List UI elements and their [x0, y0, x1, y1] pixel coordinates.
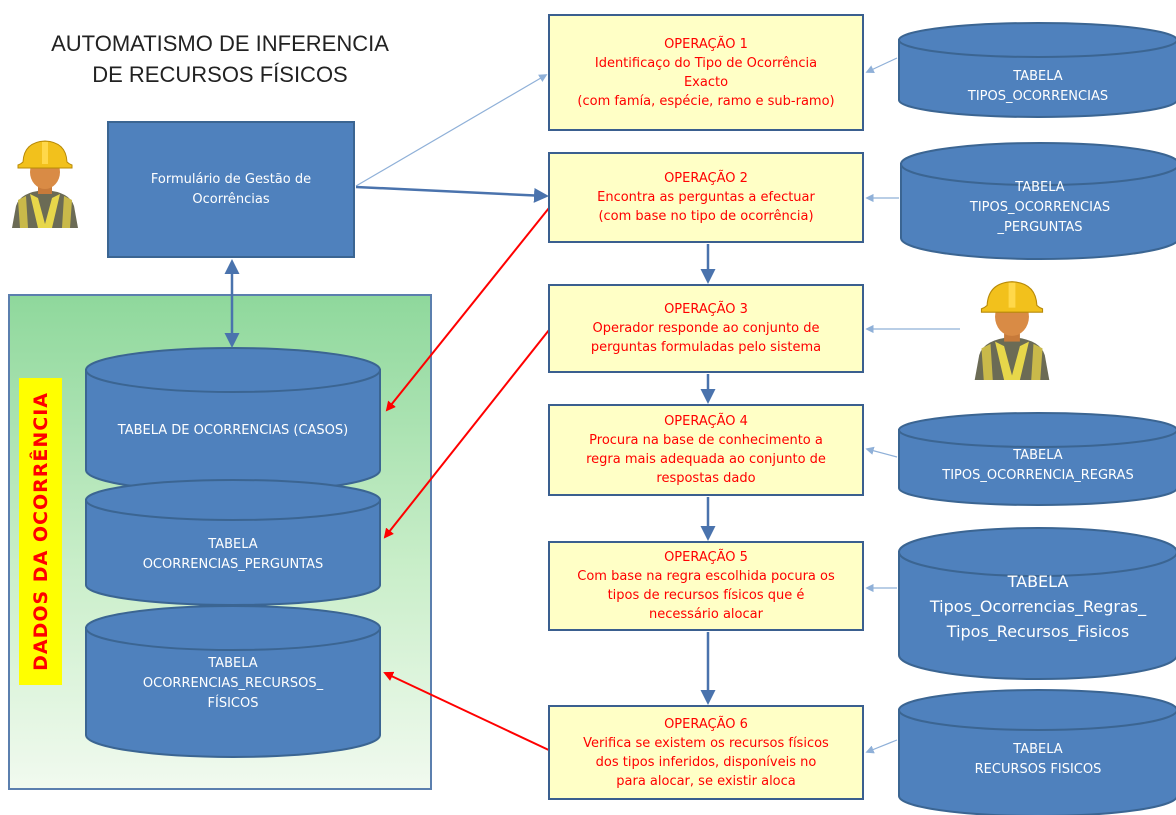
op-text: Procura na base de conhecimento a [589, 433, 823, 448]
operacao-3-box: OPERAÇÃO 3 Operador responde ao conjunto… [548, 284, 864, 373]
label-line: TABELA [1007, 571, 1069, 591]
op-text: necessário alocar [649, 607, 763, 622]
cylinder-recursos-fisicos [898, 689, 1176, 815]
op-text: perguntas formuladas pelo sistema [590, 340, 822, 355]
cylinder-regras-recursos [898, 527, 1176, 680]
label-line: TABELA [1013, 69, 1063, 84]
op-heading: OPERAÇÃO 3 [664, 302, 748, 317]
title-line-2: DE RECURSOS FÍSICOS [92, 62, 348, 87]
op-heading: OPERAÇÃO 2 [664, 171, 748, 186]
diagram-title: AUTOMATISMO DE INFERENCIA DE RECURSOS FÍ… [20, 28, 420, 90]
operacao-5-box: OPERAÇÃO 5 Com base na regra escolhida p… [548, 541, 864, 631]
label-ocorrencias-recursos: TABELA OCORRENCIAS_RECURSOS_ FÍSICOS [86, 648, 380, 720]
label-line: OCORRENCIAS_RECURSOS_ [142, 676, 324, 691]
label-line: RECURSOS FISICOS [974, 762, 1102, 777]
op-text: Exacto [683, 74, 729, 90]
dados-ocorrencia-label: DADOS DA OCORRÊNCIA [19, 378, 62, 685]
label-line: TABELA [1015, 180, 1065, 195]
label-line: TIPOS_OCORRENCIA_REGRAS [942, 468, 1134, 483]
label-recursos-fisicos: TABELA RECURSOS FISICOS [899, 730, 1176, 790]
label-line: TABELA [208, 656, 258, 671]
label-tipos-ocorrencias-perguntas: TABELA TIPOS_OCORRENCIAS _PERGUNTAS [901, 175, 1176, 241]
worker-icon [12, 140, 78, 228]
op-text: Verifica se existem os recursos físicos [583, 735, 829, 751]
op-heading: OPERAÇÃO 4 [664, 414, 748, 429]
operacao-1-box: OPERAÇÃO 1 Identificaço do Tipo de Ocorr… [548, 14, 864, 131]
label-tipos-ocorrencia-regras: TABELA TIPOS_OCORRENCIA_REGRAS [899, 441, 1176, 491]
red-arrow-op6-recursos [383, 671, 554, 753]
label-tabela-ocorrencias: TABELA DE OCORRENCIAS (CASOS) [86, 392, 380, 470]
label-regras-recursos: TABELA Tipos_Ocorrencias_Regras_ Tipos_R… [899, 565, 1176, 647]
arrow-table1-op1 [865, 57, 898, 73]
label-ocorrencias-perguntas: TABELA OCORRENCIAS_PERGUNTAS [86, 520, 380, 590]
cylinder-ocorrencias-recursos [85, 605, 381, 758]
op-text: regra mais adequada ao conjunto de [586, 452, 826, 467]
label-line: _PERGUNTAS [997, 220, 1083, 235]
label-line: FÍSICOS [207, 696, 259, 711]
op-heading: OPERAÇÃO 5 [664, 550, 748, 565]
label-line: TABELA DE OCORRENCIAS (CASOS) [117, 423, 349, 438]
form-ocorrencias-box: Formulário de Gestão de Ocorrências [107, 121, 355, 258]
op-text: para alocar, se existir aloca [616, 773, 796, 789]
op-heading: OPERAÇÃO 6 [664, 716, 748, 732]
label-line: TIPOS_OCORRENCIAS [967, 89, 1109, 104]
label-tipos-ocorrencias: TABELA TIPOS_OCORRENCIAS [899, 56, 1176, 118]
red-arrow-op3-perguntas [383, 324, 554, 539]
label-line: OCORRENCIAS_PERGUNTAS [142, 557, 324, 572]
red-arrow-op2-casos [385, 197, 558, 412]
arrow-table5-op6 [865, 739, 898, 754]
op-text: (com famía, espécie, ramo e sub-ramo) [577, 93, 835, 109]
form-label: Formulário de Gestão de Ocorrências [150, 171, 312, 207]
op-text: Identificaço do Tipo de Ocorrência [594, 55, 818, 71]
arrow-table3-op4 [865, 446, 898, 458]
label-line: TABELA [1013, 742, 1063, 757]
op-text: Com base na regra escolhida pocura os [577, 569, 835, 584]
op-text: tipos de recursos físicos que é [607, 588, 805, 603]
label-line: TABELA [1013, 448, 1063, 463]
cylinder-ocorrencias-perguntas [85, 479, 381, 606]
op-text: (com base no tipo de ocorrência) [598, 209, 814, 224]
arrow-form-to-op1 [355, 74, 548, 187]
operacao-6-box: OPERAÇÃO 6 Verifica se existem os recurs… [548, 705, 864, 800]
op-text: Encontra as perguntas a efectuar [597, 190, 815, 205]
cylinder-tipos-ocorrencias-perguntas [900, 142, 1176, 260]
operacao-4-box: OPERAÇÃO 4 Procura na base de conhecimen… [548, 404, 864, 496]
cylinder-tabela-ocorrencias [85, 347, 381, 493]
worker-icon [974, 281, 1050, 380]
cylinder-tipos-ocorrencias [898, 22, 1176, 118]
op-heading: OPERAÇÃO 1 [664, 36, 748, 52]
label-line: Tipos_Recursos_Fisicos [946, 621, 1130, 641]
cylinder-tipos-ocorrencia-regras [898, 412, 1176, 506]
title-line-1: AUTOMATISMO DE INFERENCIA [51, 31, 389, 56]
op-text: dos tipos inferidos, disponíveis no [595, 754, 817, 770]
op-text: Operador responde ao conjunto de [592, 321, 820, 336]
op-text: respostas dado [656, 471, 756, 486]
label-line: TIPOS_OCORRENCIAS [969, 200, 1111, 215]
label-line: Tipos_Ocorrencias_Regras_ [929, 596, 1147, 616]
operacao-2-box: OPERAÇÃO 2 Encontra as perguntas a efect… [548, 152, 864, 243]
arrow-form-to-op2 [355, 185, 549, 203]
label-line: TABELA [208, 537, 258, 552]
